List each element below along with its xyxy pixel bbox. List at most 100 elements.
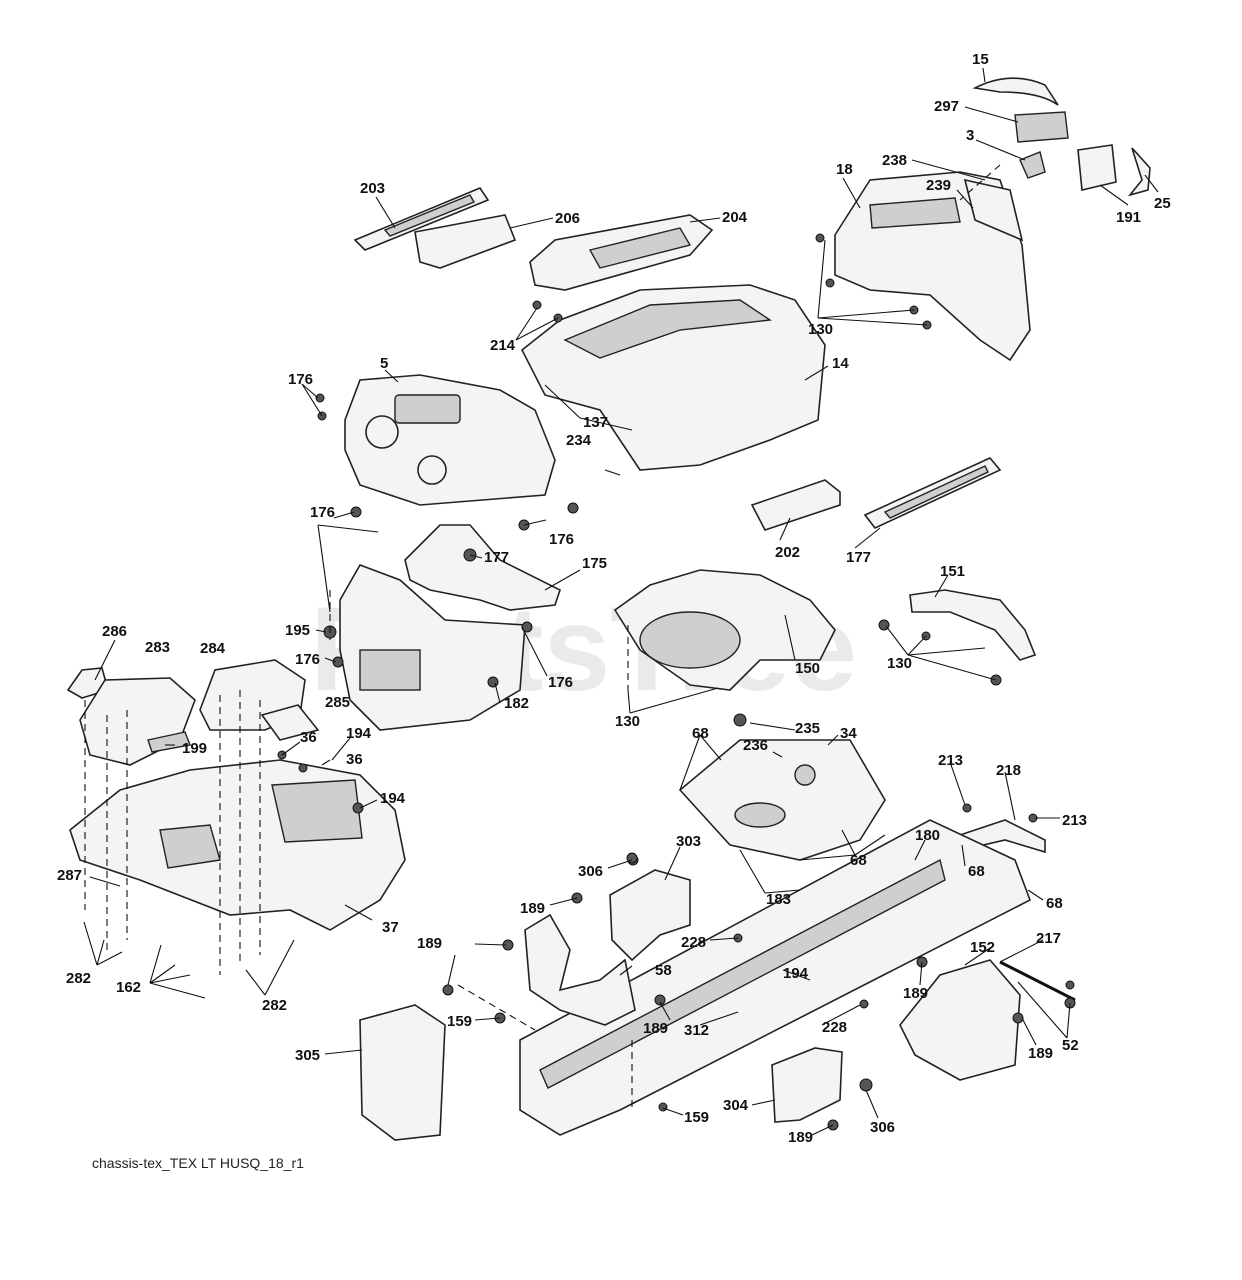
callout-label: 18 xyxy=(836,161,853,178)
callout-label: 68 xyxy=(968,863,985,880)
callout-label: 130 xyxy=(615,713,640,730)
callout-label: 287 xyxy=(57,867,82,884)
callout-label: 189 xyxy=(788,1129,813,1146)
part-5-round-opening xyxy=(365,415,399,449)
callout-label: 194 xyxy=(380,790,406,807)
part-151-bracket xyxy=(909,589,1037,661)
callout-label: 175 xyxy=(582,555,607,572)
callout-label: 285 xyxy=(325,694,350,711)
callout-label: 204 xyxy=(722,209,748,226)
callout-label: 182 xyxy=(504,695,529,712)
callout-label: 34 xyxy=(840,725,857,742)
callout-label: 239 xyxy=(926,177,951,194)
callout-label: 228 xyxy=(822,1019,847,1036)
part-202-slots xyxy=(883,465,989,519)
callout-label: 282 xyxy=(66,970,91,987)
callout-label: 203 xyxy=(360,180,385,197)
callout-label: 25 xyxy=(1154,195,1171,212)
part-206-duct xyxy=(414,214,517,269)
callout-label: 58 xyxy=(655,962,672,979)
callout-label: 286 xyxy=(102,623,127,640)
callout-label: 52 xyxy=(1062,1037,1079,1054)
callout-label: 137 xyxy=(583,414,608,431)
callout-label: 195 xyxy=(285,622,310,639)
part-191-foam xyxy=(1077,144,1117,191)
callout-label: 213 xyxy=(1062,812,1087,829)
callout-label: 189 xyxy=(520,900,545,917)
callout-label: 189 xyxy=(903,985,928,1002)
callout-label: 312 xyxy=(684,1022,709,1039)
diagram-footer-label: chassis-tex_TEX LT HUSQ_18_r1 xyxy=(92,1155,304,1171)
callout-label: 283 xyxy=(145,639,170,656)
callout-label: 199 xyxy=(182,740,207,757)
callout-label: 194 xyxy=(346,725,372,742)
callout-label: 191 xyxy=(1116,209,1141,226)
part-5-gauge-window xyxy=(394,394,461,424)
callout-label: 36 xyxy=(300,729,317,746)
part-152-cover xyxy=(899,959,1021,1081)
callout-label: 305 xyxy=(295,1047,320,1064)
part-25-bracket xyxy=(1127,147,1151,197)
part-205-step xyxy=(750,479,841,531)
part-3-clip xyxy=(1019,151,1046,179)
callout-label: 159 xyxy=(684,1109,709,1126)
callout-label: 14 xyxy=(832,355,849,372)
part-37-foot-well xyxy=(159,824,221,869)
callout-label: 306 xyxy=(578,863,603,880)
callout-label: 159 xyxy=(447,1013,472,1030)
callout-label: 68 xyxy=(1046,895,1063,912)
callout-label: 297 xyxy=(934,98,959,115)
part-dashboard-vents xyxy=(869,197,961,229)
callout-label: 5 xyxy=(380,355,388,372)
callout-label: 206 xyxy=(555,210,580,227)
callout-label: 130 xyxy=(887,655,912,672)
callout-labels: 15 297 3 238 18 239 191 25 203 206 204 1… xyxy=(57,51,1171,1146)
callout-label: 176 xyxy=(295,651,320,668)
callout-label: 234 xyxy=(566,432,592,449)
callout-label: 180 xyxy=(915,827,940,844)
callout-label: 176 xyxy=(549,531,574,548)
callout-label: 306 xyxy=(870,1119,895,1136)
callout-label: 214 xyxy=(490,337,516,354)
callout-label: 176 xyxy=(548,674,573,691)
part-34-hole-2 xyxy=(734,802,786,828)
part-303-plate xyxy=(609,869,691,962)
callout-label: 189 xyxy=(1028,1045,1053,1062)
callout-label: 183 xyxy=(766,891,791,908)
part-182-opening xyxy=(359,649,421,691)
callout-label: 284 xyxy=(200,640,226,657)
callout-label: 15 xyxy=(972,51,989,68)
callout-label: 236 xyxy=(743,737,768,754)
part-297-foam xyxy=(1014,111,1069,143)
callout-label: 202 xyxy=(775,544,800,561)
part-285-seat-cover xyxy=(260,704,320,741)
callout-label: 194 xyxy=(783,965,809,982)
part-34-engine-plate xyxy=(678,739,886,861)
callout-label: 303 xyxy=(676,833,701,850)
callout-label: 282 xyxy=(262,997,287,1014)
part-204-vent-slats xyxy=(588,227,692,269)
callout-label: 130 xyxy=(808,321,833,338)
callout-label: 218 xyxy=(996,762,1021,779)
callout-label: 235 xyxy=(795,720,820,737)
callout-label: 152 xyxy=(970,939,995,956)
callout-label: 176 xyxy=(288,371,313,388)
part-199-decal xyxy=(147,731,191,753)
part-58-bracket xyxy=(524,913,636,1026)
callout-label: 162 xyxy=(116,979,141,996)
part-150-opening xyxy=(639,611,741,669)
callout-label: 189 xyxy=(417,935,442,952)
callout-label: 217 xyxy=(1036,930,1061,947)
part-14-hood-top xyxy=(563,299,772,359)
part-37-seat-opening xyxy=(271,779,363,843)
callout-label: 68 xyxy=(850,852,867,869)
callout-label: 228 xyxy=(681,934,706,951)
part-5-round-opening-2 xyxy=(417,455,447,485)
part-34-hole xyxy=(794,764,816,786)
callout-label: 37 xyxy=(382,919,399,936)
callout-label: 304 xyxy=(723,1097,749,1114)
callout-label: 3 xyxy=(966,127,974,144)
callout-label: 238 xyxy=(882,152,907,169)
part-217-rod xyxy=(999,960,1076,1002)
